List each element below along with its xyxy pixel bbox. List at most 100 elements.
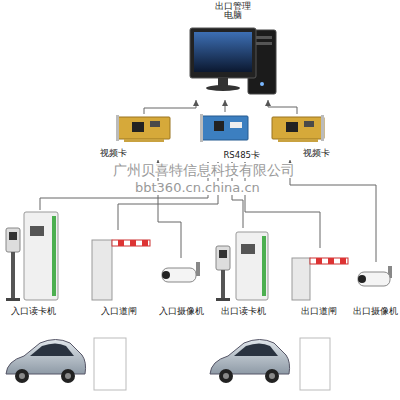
card-reader	[236, 232, 268, 300]
video-card	[116, 115, 170, 142]
device-node: 出口管理电脑	[186, 2, 280, 100]
computer-monitor	[206, 85, 240, 91]
watermark: 广州贝喜特信息科技有限公司	[112, 163, 296, 178]
card-reader	[9, 232, 17, 240]
video-card	[116, 115, 119, 141]
car	[6, 340, 86, 384]
barrier-gate	[328, 258, 334, 264]
rs485-card	[214, 121, 224, 131]
computer-monitor	[218, 78, 228, 86]
video-card	[304, 121, 314, 127]
card-reader	[11, 252, 15, 298]
card-reader	[241, 244, 255, 254]
video-card	[150, 121, 160, 127]
car	[210, 340, 290, 375]
car	[65, 373, 71, 379]
camera	[196, 262, 200, 276]
card-reader	[52, 216, 56, 296]
device-label: 入口道闸	[101, 307, 137, 316]
car	[19, 373, 25, 379]
barrier-gate	[92, 240, 150, 300]
barrier-gate	[316, 258, 322, 264]
device-node: 出口道闸	[288, 248, 350, 318]
rs485-card	[200, 114, 248, 142]
barrier-gate	[92, 240, 112, 300]
barrier-gate	[130, 240, 136, 246]
car	[210, 340, 290, 384]
car	[219, 369, 233, 383]
rs485-card	[230, 122, 242, 128]
video-card	[272, 115, 324, 142]
computer-monitor	[190, 28, 256, 78]
barrier-gate	[118, 240, 124, 246]
video-card	[286, 122, 298, 132]
barrier-gate	[292, 258, 310, 300]
device-node: RS485卡	[198, 112, 264, 162]
card-reader	[262, 236, 266, 296]
card-reader	[216, 298, 230, 301]
computer-monitor	[194, 32, 252, 72]
signal-line	[225, 100, 226, 112]
card-reader	[216, 246, 230, 270]
camera	[358, 275, 366, 283]
device-label: 视频卡	[303, 149, 330, 158]
card-reader	[6, 228, 20, 252]
device-node: 出口读卡机	[212, 228, 274, 318]
computer-monitor	[190, 28, 256, 91]
card-reader	[216, 232, 268, 301]
barrier-gate	[340, 258, 346, 264]
blank-panel	[94, 338, 126, 390]
watermark: bbt360.cn.china.cn	[134, 181, 261, 195]
blank-panel	[300, 338, 330, 390]
device-node: 入口读卡机	[2, 210, 64, 318]
car	[269, 373, 275, 379]
card-reader	[6, 212, 58, 301]
device-label: 入口摄像机	[159, 307, 204, 316]
device-label: 出口读卡机	[221, 307, 266, 316]
device-node: 视频卡	[96, 114, 172, 160]
car	[15, 369, 29, 383]
signal-line	[144, 100, 196, 114]
card-reader	[219, 250, 227, 258]
camera	[358, 272, 390, 286]
car	[223, 373, 229, 379]
camera	[162, 271, 170, 279]
camera	[358, 266, 392, 286]
card-reader	[30, 226, 44, 236]
barrier-gate	[292, 258, 348, 300]
device-label: 视频卡	[100, 149, 127, 158]
rs485-card	[200, 114, 203, 142]
video-card	[124, 139, 164, 142]
video-card	[132, 122, 144, 132]
video-card	[321, 115, 324, 141]
camera	[162, 268, 196, 282]
device-label: RS485卡	[223, 151, 260, 160]
car	[265, 369, 279, 383]
video-card	[278, 139, 318, 142]
video-card	[118, 117, 170, 139]
car	[30, 344, 74, 357]
car	[6, 340, 86, 375]
computer-tower	[260, 82, 264, 86]
signal-line	[268, 100, 297, 114]
device-label: 入口读卡机	[11, 307, 56, 316]
rs485-card	[202, 116, 248, 140]
card-reader	[24, 212, 58, 300]
barrier-gate	[310, 258, 348, 264]
device-node: 入口摄像机	[156, 258, 206, 318]
device-label: 出口管理电脑	[213, 2, 253, 21]
device-node: 出口摄像机	[352, 262, 399, 318]
video-card	[272, 117, 324, 139]
barrier-gate	[142, 240, 148, 246]
camera	[162, 262, 200, 282]
barrier-gate	[112, 240, 150, 246]
card-reader	[6, 298, 20, 301]
car	[61, 369, 75, 383]
signal-line	[290, 160, 376, 262]
device-label: 出口摄像机	[353, 307, 398, 316]
device-label: 出口道闸	[301, 307, 337, 316]
device-node: 视频卡	[268, 114, 334, 160]
